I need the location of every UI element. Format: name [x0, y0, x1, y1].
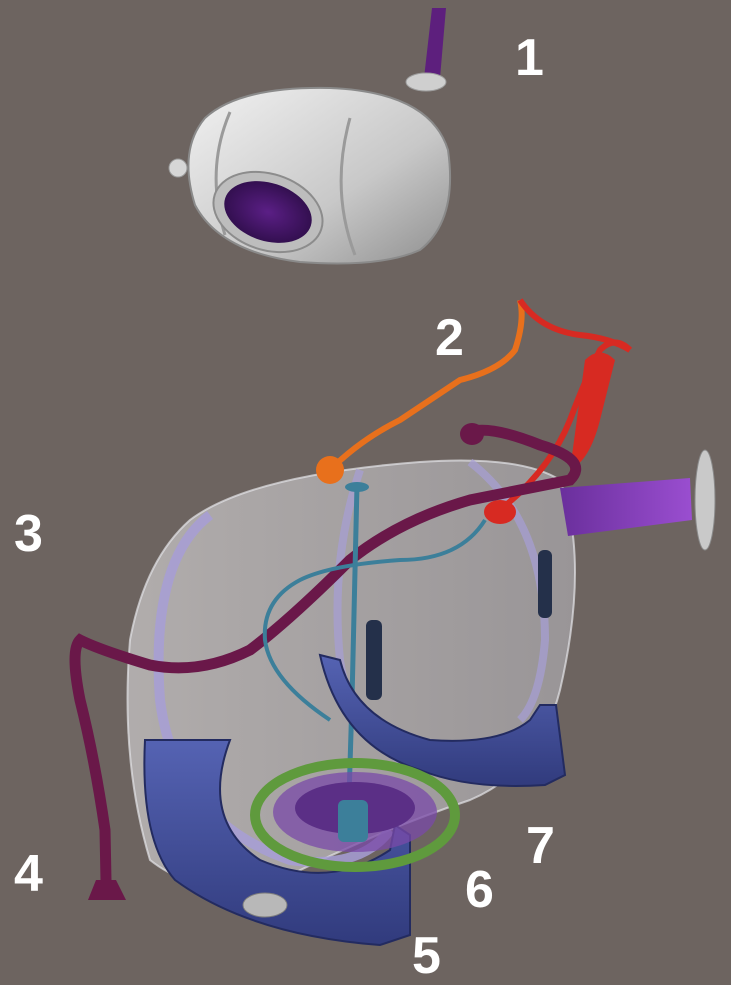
outlet-nozzle — [560, 450, 715, 550]
drum-top-pipe — [424, 8, 446, 78]
inner-drum — [169, 8, 450, 265]
blue-hose-top-cap — [345, 482, 369, 492]
drain-funnel — [88, 880, 126, 900]
callout-4: 4 — [14, 848, 43, 900]
callout-7: 7 — [526, 820, 555, 872]
drum-side-knob — [169, 159, 187, 177]
pump-body — [338, 800, 368, 842]
outlet-tube — [560, 478, 692, 536]
outlet-flange — [695, 450, 715, 550]
rear-damper-pad-1 — [366, 620, 382, 700]
orange-hose-fitting — [316, 456, 344, 484]
drum-pipe-collar — [406, 73, 446, 91]
red-hose-elbow — [570, 353, 615, 471]
rear-damper-pad-2 — [538, 550, 552, 618]
callout-6: 6 — [465, 864, 494, 916]
purple-hose-end — [460, 423, 484, 445]
callout-3: 3 — [14, 508, 43, 560]
orange-hose — [330, 300, 522, 470]
callout-5: 5 — [412, 930, 441, 982]
callout-1: 1 — [515, 32, 544, 84]
red-hose-fitting — [484, 500, 516, 524]
callout-2: 2 — [435, 312, 464, 364]
front-cradle-boss — [243, 893, 287, 917]
sump-assembly — [255, 763, 455, 867]
